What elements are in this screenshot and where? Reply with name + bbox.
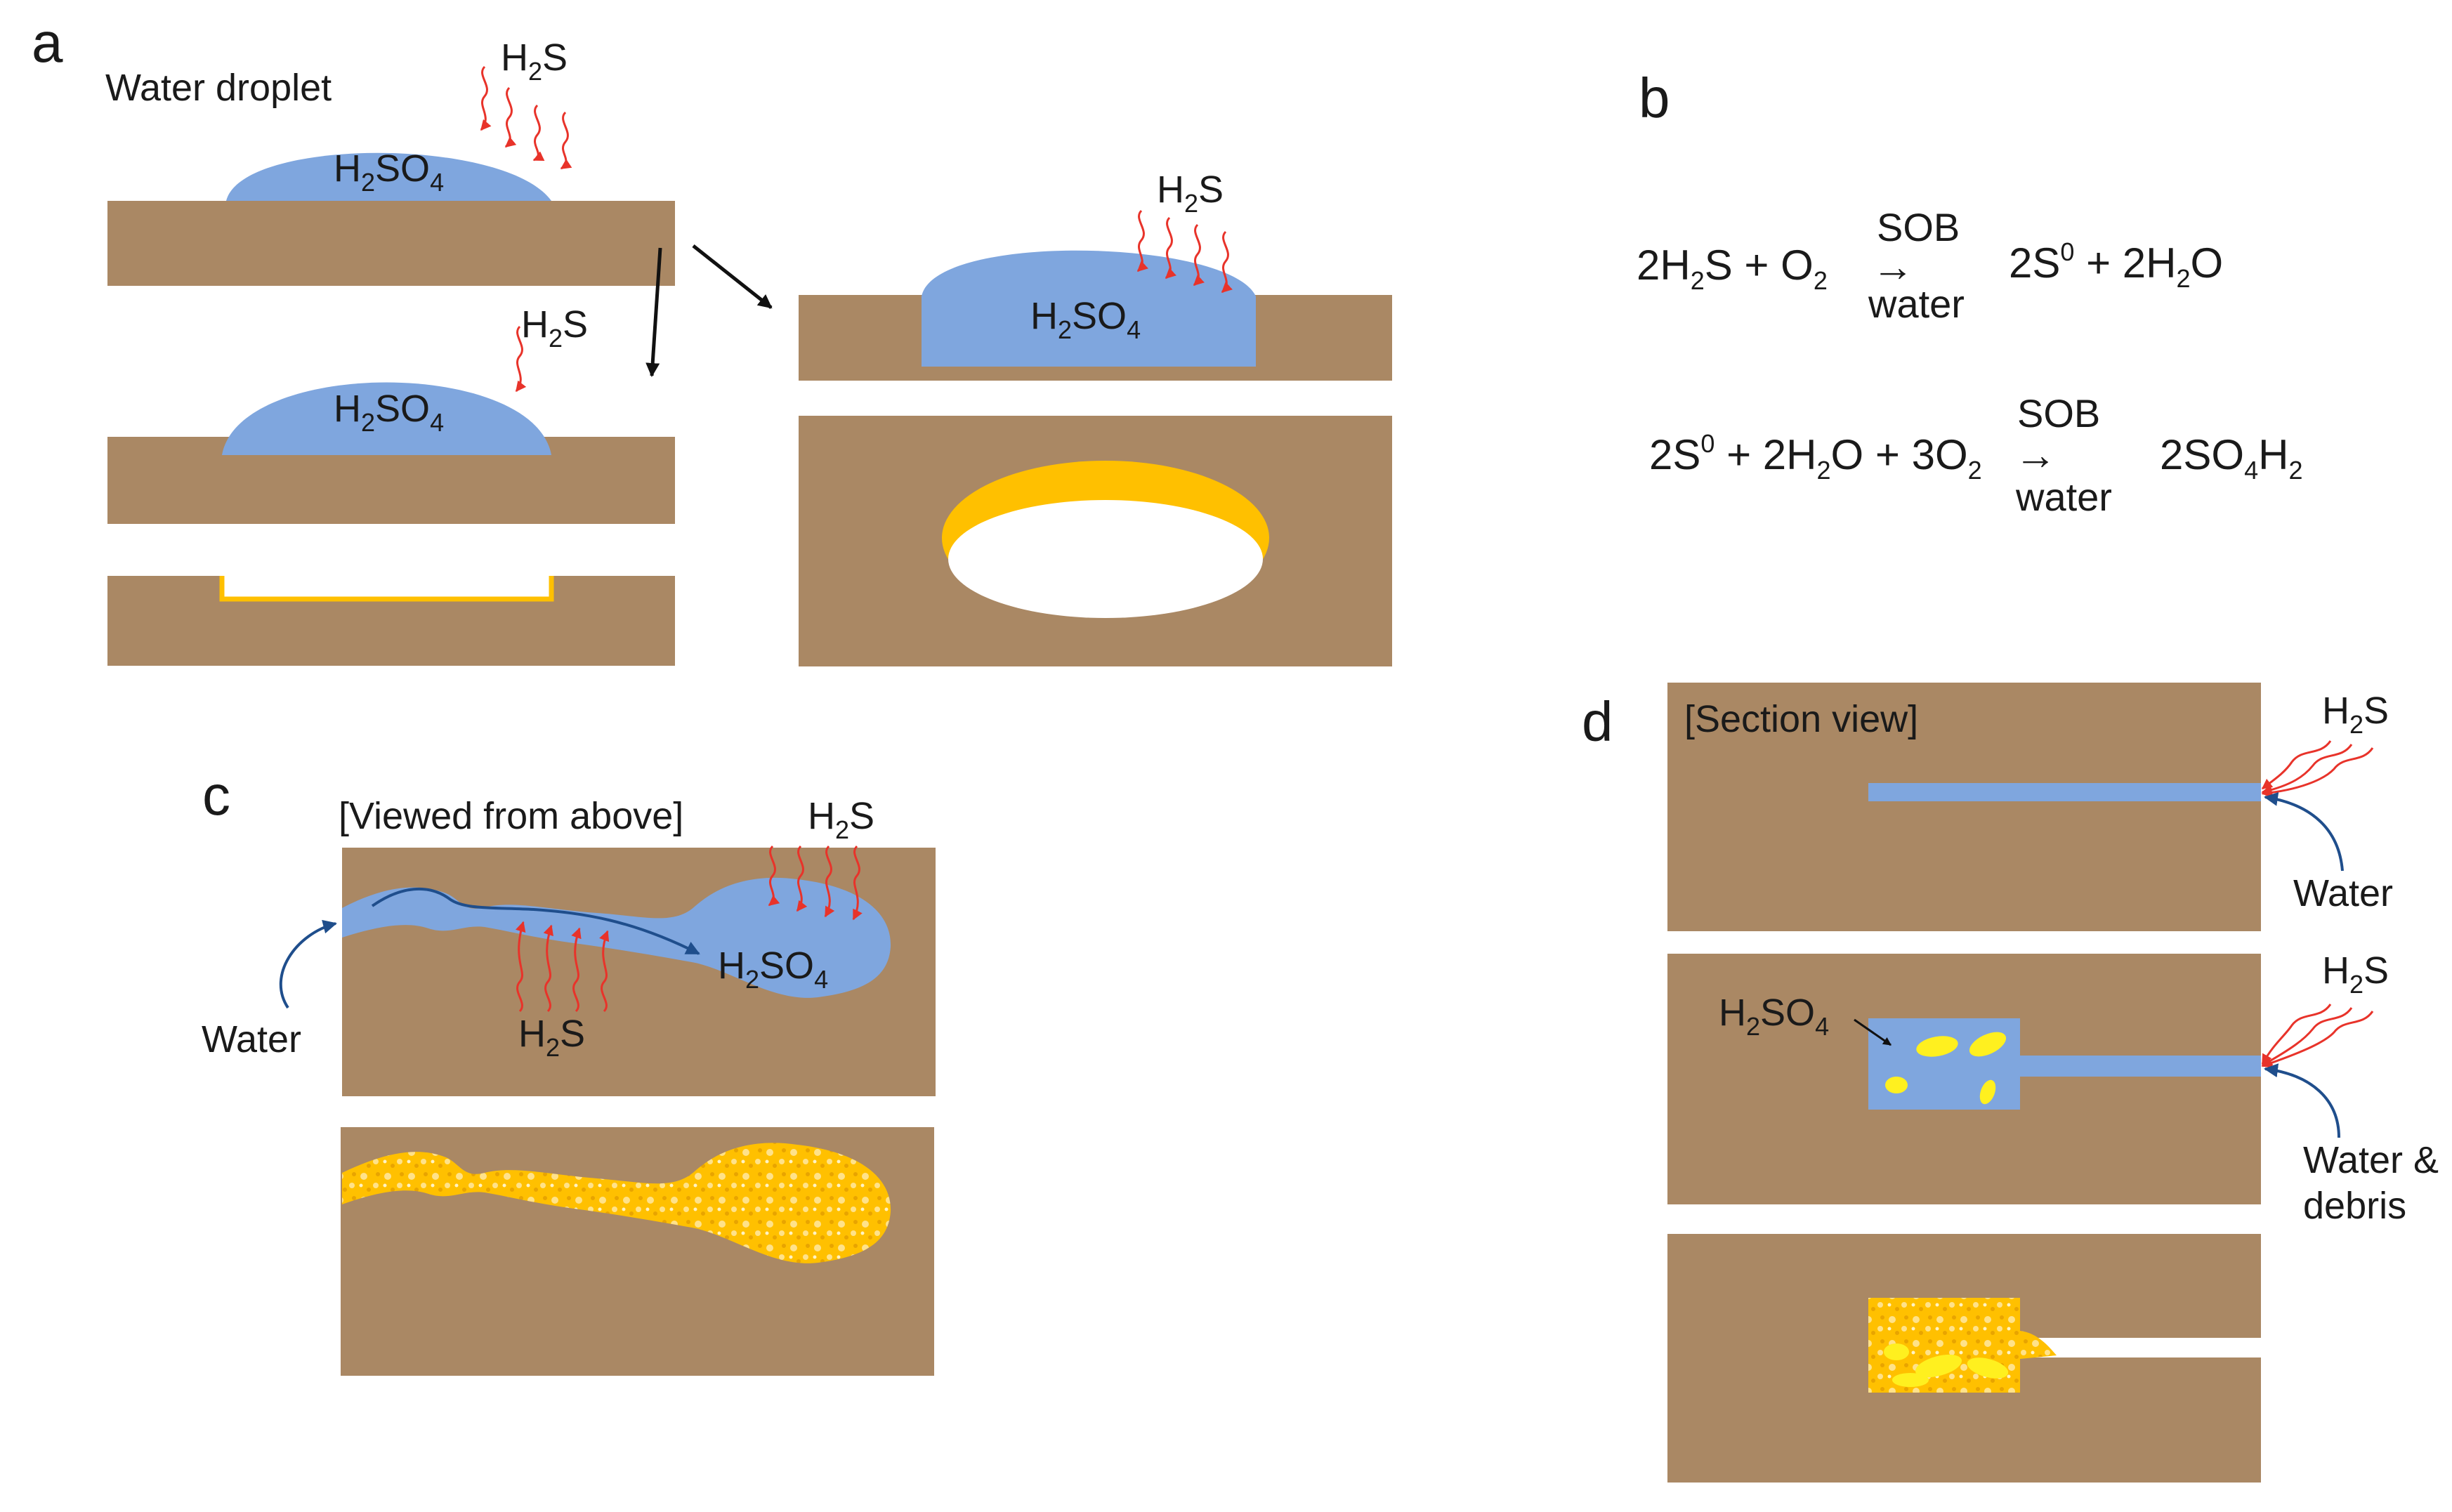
water-droplet-label: Water droplet [105,67,332,109]
h2so4-label: H2SO4 [718,945,828,994]
h2so4-label: H2SO4 [1030,295,1141,344]
corrosion-trail [342,1143,891,1263]
eq1-catalyst: SOB [1877,205,1960,249]
panel-c-letter: c [202,764,230,827]
h2s-label: H2S [501,37,568,86]
pointer-arrow [1854,1018,1892,1046]
eq2-medium: water [2015,475,2112,519]
sulfur-deposits [1884,1343,2009,1387]
panel-a-letter: a [32,11,63,74]
h2s-gas-arrows [2261,1004,2374,1068]
h2so4-label: H2SO4 [1719,992,1829,1041]
diagonal-arrow [692,244,773,309]
eq2-catalyst: SOB [2017,391,2100,435]
panel-d-letter: d [1582,690,1613,753]
sob-bacteria [1885,1032,2007,1105]
panel-d: d [Section view] H2S Water H2SO4 H2S [1582,683,2439,1483]
h2s-label: H2S [518,1013,585,1062]
h2s-gas-arrows [515,845,863,1013]
h2s-gas-arrows [2261,740,2374,798]
panel-b: b 2H2S + O2 SOB → water 2S0 + 2H2O 2S0 +… [1637,67,2302,519]
eq1-reactants: 2H2S + O2 [1637,242,1828,295]
empty-channel [2020,1338,2261,1357]
water-inflow-arrow [2264,1063,2340,1138]
water-label: Water [202,1018,301,1060]
corrosion-deposit [2020,1331,2057,1359]
h2s-gas-arrow [515,325,527,393]
h2s-label: H2S [2322,690,2389,739]
corrosion-hole [948,500,1263,618]
water-trail [342,877,891,998]
eq2-reactants: 2S0 + 2H2O + 3O2 [1649,429,1982,485]
substrate-block [1667,683,2261,931]
panel-c: c [Viewed from above] H2SO4 H2S H2S Wate… [202,764,936,1376]
h2s-gas-arrows [1136,209,1233,294]
corrosion-pit [219,576,554,602]
viewed-from-above-label: [Viewed from above] [339,795,683,837]
h2s-label: H2S [2322,949,2389,999]
panel-a: a Water droplet H2SO4 H2S H2SO4 H2S H2SO… [32,11,1392,666]
water-cavity [1868,1018,2020,1110]
h2s-label: H2S [521,303,588,353]
eq1-products: 2S0 + 2H2O [2009,237,2223,293]
water-droplet [222,382,551,455]
h2so4-label: H2SO4 [334,147,444,197]
h2s-label: H2S [808,795,874,844]
h2s-gas-arrows [480,65,572,170]
down-arrow [645,247,662,377]
eq1-medium: water [1868,282,1965,326]
water-label: Water [2293,872,2393,914]
water-debris-label-2: debris [2303,1185,2406,1227]
h2s-label: H2S [1157,169,1224,218]
eq2-products: 2SO4H2 [2160,431,2302,485]
substrate-block [107,201,675,286]
flow-arrow [371,887,700,955]
eq2-arrow: → [2014,431,2057,478]
water-debris-label-1: Water & [2303,1139,2439,1181]
water-droplet [922,250,1256,367]
water-channel [1868,783,2261,801]
water-inflow-arrow [279,919,337,1009]
water-channel [2020,1056,2261,1077]
section-view-label: [Section view] [1684,698,1918,740]
eq1-arrow: → [1872,243,1914,290]
panel-b-letter: b [1639,67,1670,129]
h2so4-label: H2SO4 [334,388,444,437]
water-inflow-arrow [2264,791,2344,872]
water-droplet [226,152,551,201]
